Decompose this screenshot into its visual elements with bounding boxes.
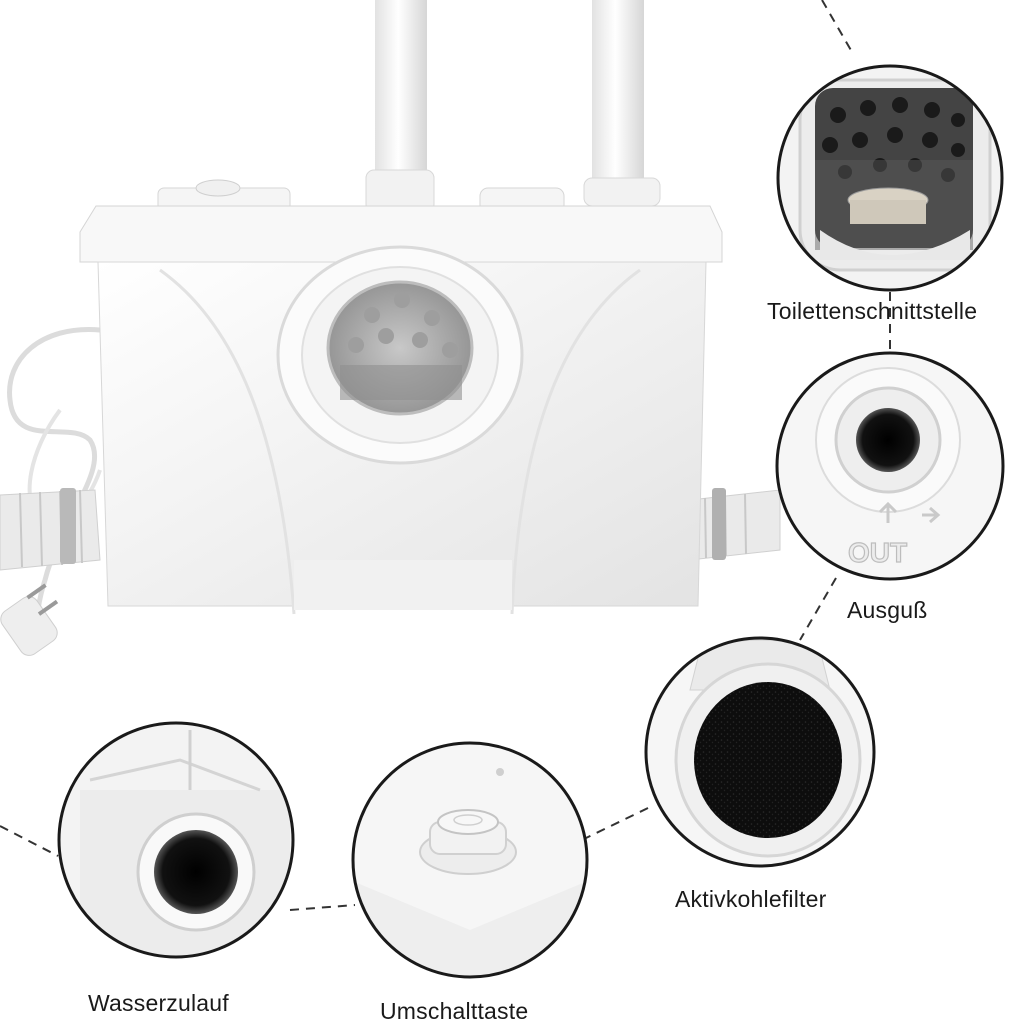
right-hose — [689, 489, 781, 561]
leader-lines — [0, 0, 891, 911]
detail-switch-button — [351, 741, 589, 979]
embossed-out-text: OUT — [848, 537, 907, 568]
left-hose — [0, 489, 101, 571]
label-outlet: Ausguß — [847, 597, 928, 623]
detail-circle-border — [57, 721, 295, 959]
leader-line-inlet-switch — [289, 904, 356, 911]
label-carbon-filter: Aktivkohlefilter — [675, 886, 827, 912]
detail-water-inlet — [57, 721, 295, 959]
detail-toilet-interface — [776, 64, 1004, 292]
outlet-hole-icon — [856, 408, 920, 472]
macerator-unit — [0, 0, 781, 656]
detail-circle-border — [351, 741, 589, 979]
detail-carbon-filter — [644, 636, 876, 868]
vertical-pipe-left — [375, 0, 427, 190]
label-water-inlet: Wasserzulauf — [88, 990, 229, 1016]
detail-circle-border — [776, 64, 1004, 292]
leader-line-outlet-filter — [799, 577, 837, 641]
power-plug-icon — [0, 583, 59, 656]
leader-line-top — [821, 0, 853, 53]
detail-circle-border — [775, 351, 1005, 581]
leader-line-filter-switch — [585, 807, 649, 839]
carbon-filter-pad — [694, 682, 842, 838]
power-cable — [7, 327, 101, 632]
label-toilet-interface: Toilettenschnittstelle — [767, 298, 978, 324]
switch-button-icon — [437, 809, 499, 835]
vertical-pipe-right — [592, 0, 644, 190]
leader-line-left — [0, 825, 59, 857]
inlet-hole-icon — [154, 830, 238, 914]
detail-outlet: OUT — [775, 351, 1005, 581]
detail-circle-border — [644, 636, 876, 868]
label-switch-button: Umschalttaste — [380, 998, 529, 1024]
unit-lid — [79, 205, 723, 263]
